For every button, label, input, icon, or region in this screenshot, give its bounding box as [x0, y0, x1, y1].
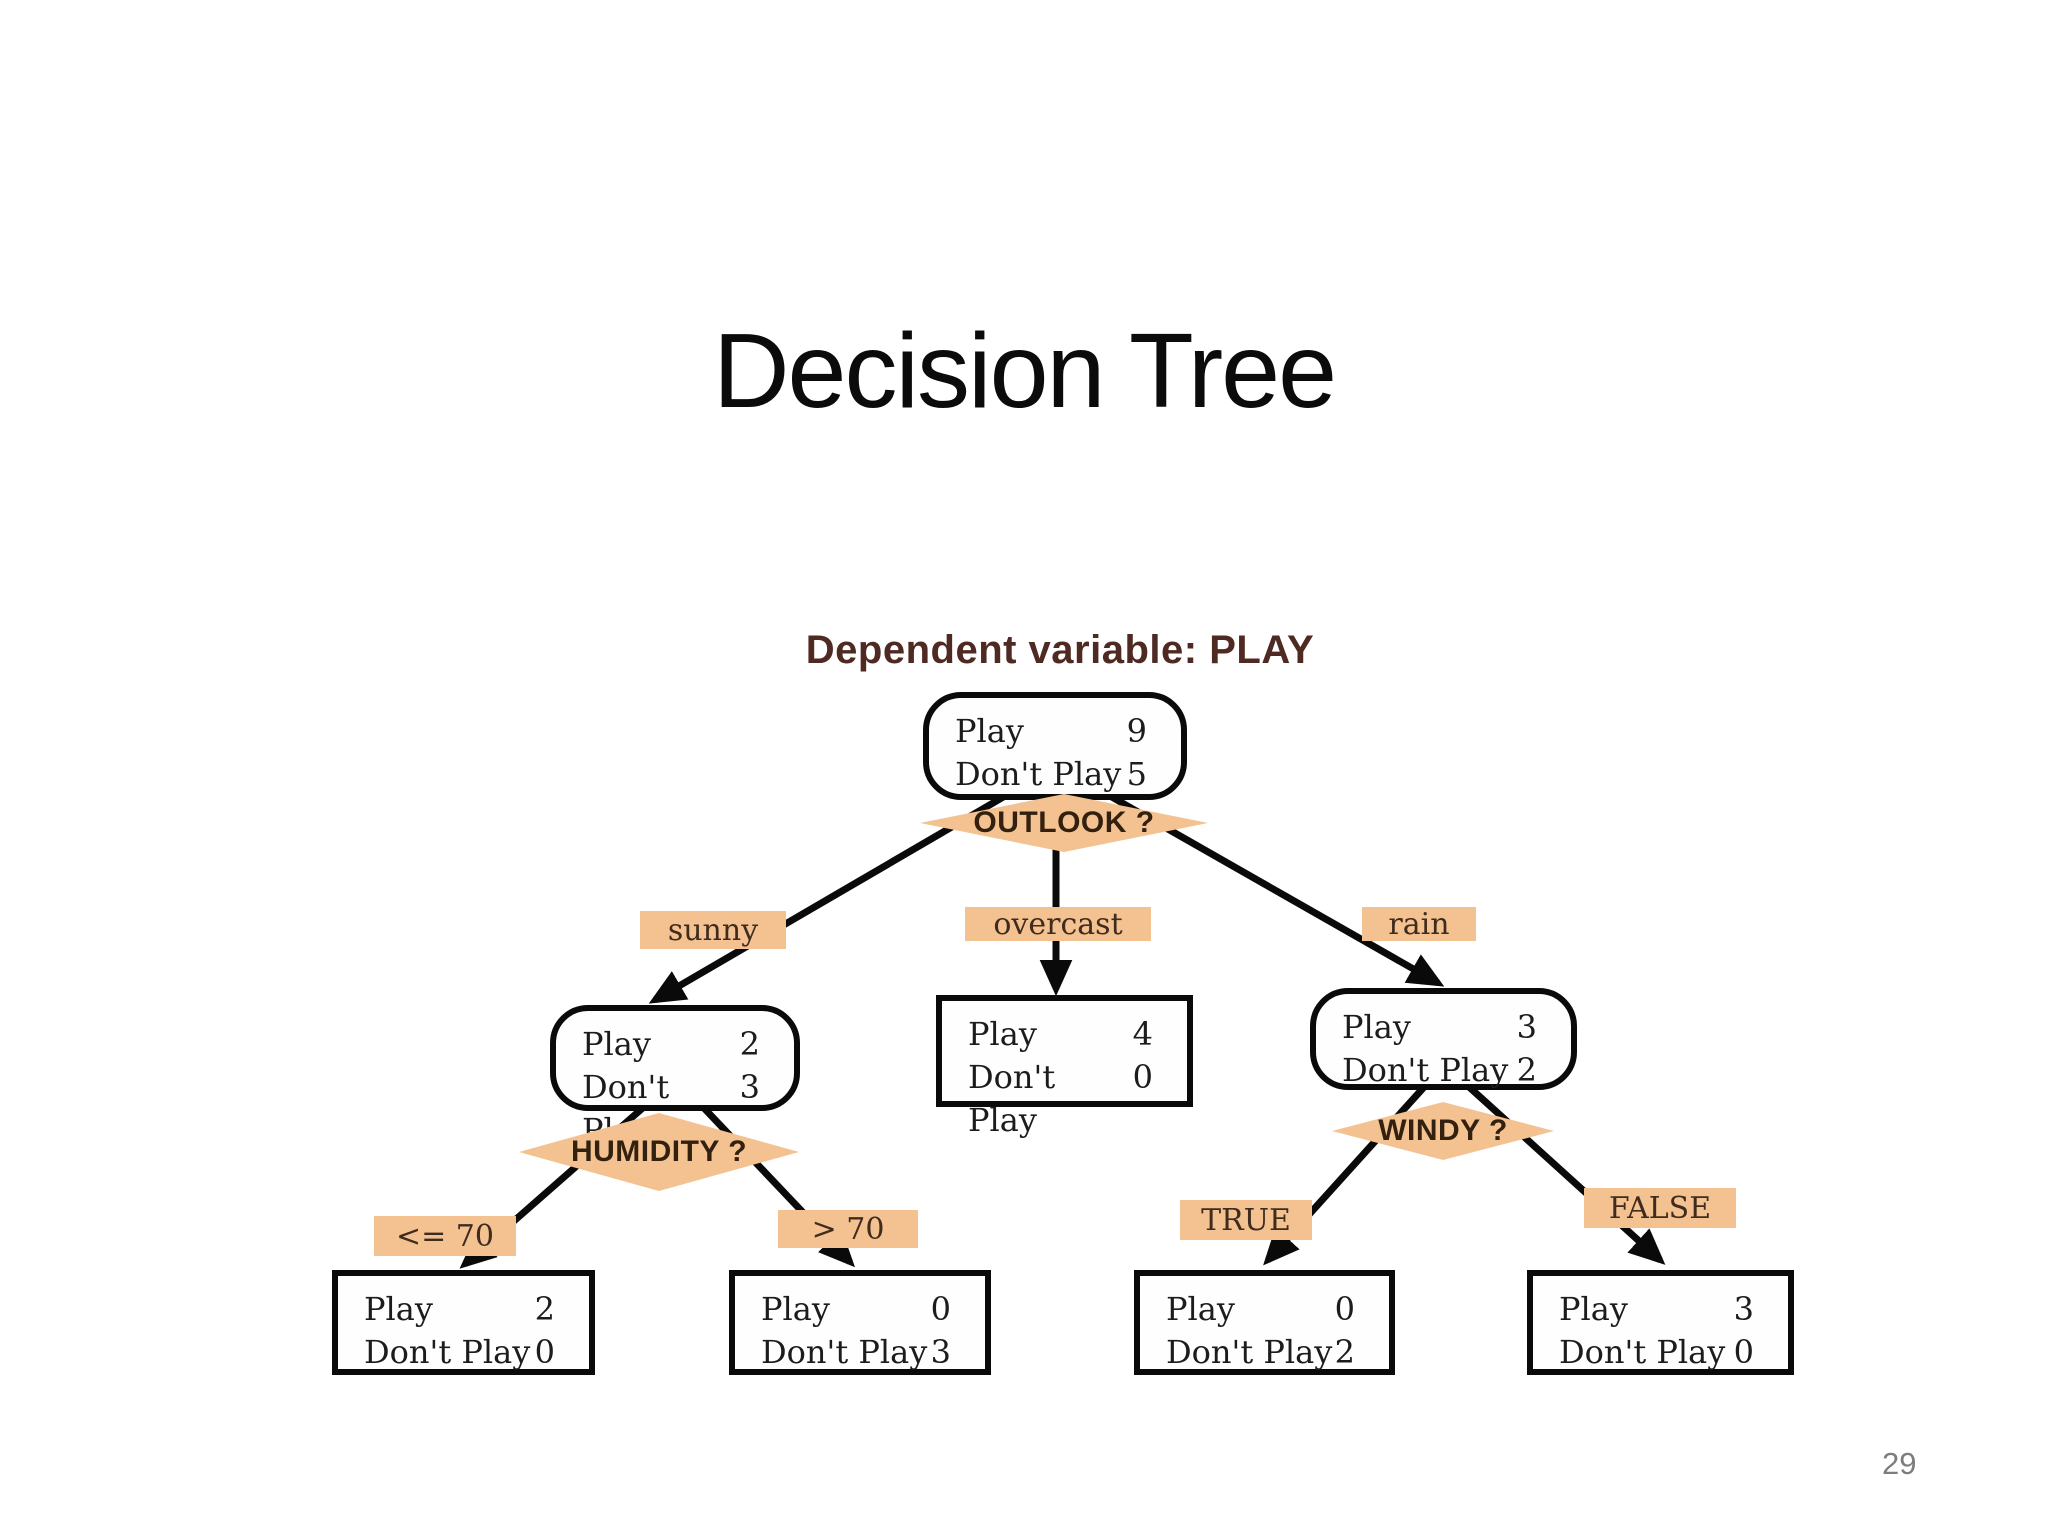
arrow-windy-false	[1465, 1083, 1666, 1265]
decision-windy-label: WINDY ?	[1378, 1114, 1508, 1147]
node-humidity-le70: Play 2 Don't Play 0	[332, 1270, 595, 1375]
node-row-label: Play	[582, 1025, 651, 1063]
node-row-label: Play	[1166, 1290, 1235, 1328]
branch-label-sunny-text: sunny	[667, 912, 759, 948]
node-row: Play 4	[942, 1013, 1187, 1056]
node-row-value: 3	[1516, 1008, 1537, 1046]
node-row-value: 2	[1334, 1333, 1355, 1371]
branch-label-sunny: sunny	[640, 911, 786, 949]
node-windy-false: Play 3 Don't Play 0	[1527, 1270, 1794, 1375]
node-row-value: 0	[534, 1333, 555, 1371]
node-row-label: Play	[968, 1015, 1037, 1053]
node-row-value: 0	[1132, 1058, 1153, 1096]
node-row-label: Don't Play	[968, 1058, 1056, 1139]
page-number: 29	[1882, 1446, 1917, 1481]
node-sunny: Play 2 Don't Play 3	[550, 1005, 800, 1149]
node-row-value: 0	[930, 1290, 951, 1328]
node-row: Don't Play 0	[338, 1331, 589, 1374]
decision-outlook-label: OUTLOOK ?	[973, 806, 1155, 839]
node-row-label: Don't Play	[1166, 1333, 1333, 1371]
node-row-value: 3	[930, 1333, 951, 1371]
node-row-label: Play	[761, 1290, 830, 1328]
branch-label-gt70-text: > 70	[811, 1211, 885, 1247]
node-rain: Play 3 Don't Play 2	[1310, 988, 1577, 1090]
branch-label-le70-text: <= 70	[396, 1218, 494, 1254]
node-row: Play 9	[929, 710, 1181, 753]
node-row: Don't Play 2	[1316, 1049, 1571, 1092]
branch-label-gt70: > 70	[778, 1210, 918, 1248]
node-row-label: Don't Play	[1559, 1333, 1726, 1371]
node-row: Don't Play 0	[942, 1056, 1187, 1142]
node-row-value: 2	[739, 1025, 760, 1063]
diagram-header: Dependent variable: PLAY	[805, 628, 1315, 672]
node-root: Play 9 Don't Play 5	[923, 692, 1187, 800]
branch-label-le70: <= 70	[374, 1216, 516, 1256]
node-row-value: 3	[1733, 1290, 1754, 1328]
branch-label-rain: rain	[1362, 906, 1476, 942]
node-row: Don't Play 2	[1140, 1331, 1389, 1374]
node-row-label: Play	[364, 1290, 433, 1328]
node-row-value: 0	[1334, 1290, 1355, 1328]
node-row: Don't Play 5	[929, 753, 1181, 796]
node-row-label: Don't Play	[761, 1333, 928, 1371]
node-row: Play 0	[735, 1288, 985, 1331]
node-row-value: 5	[1126, 755, 1147, 793]
node-overcast: Play 4 Don't Play 0	[936, 995, 1193, 1139]
node-row: Play 3	[1316, 1006, 1571, 1049]
node-row-value: 4	[1132, 1015, 1153, 1053]
node-row-label: Don't Play	[1342, 1051, 1509, 1089]
branch-label-overcast-text: overcast	[993, 906, 1123, 942]
node-row-value: 3	[739, 1068, 760, 1106]
branch-label-true-text: TRUE	[1201, 1202, 1291, 1238]
node-windy-true: Play 0 Don't Play 2	[1134, 1270, 1395, 1375]
node-row-label: Don't Play	[955, 755, 1122, 793]
node-row: Play 0	[1140, 1288, 1389, 1331]
node-humidity-gt70: Play 0 Don't Play 3	[729, 1270, 991, 1375]
node-row-value: 0	[1733, 1333, 1754, 1371]
branch-label-true: TRUE	[1180, 1200, 1312, 1240]
arrow-outlook-sunny	[648, 792, 1007, 1004]
branch-label-false: FALSE	[1584, 1188, 1736, 1228]
node-row: Play 2	[556, 1023, 794, 1066]
node-row-label: Play	[1342, 1008, 1411, 1046]
node-row-label: Play	[955, 712, 1024, 750]
node-row-label: Play	[1559, 1290, 1628, 1328]
node-row-value: 2	[534, 1290, 555, 1328]
branch-label-overcast: overcast	[965, 906, 1151, 942]
slide-title: Decision Tree	[712, 312, 1337, 430]
node-row-value: 9	[1126, 712, 1147, 750]
node-row-label: Don't Play	[364, 1333, 531, 1371]
node-row: Play 2	[338, 1288, 589, 1331]
decision-humidity-label: HUMIDITY ?	[570, 1135, 748, 1168]
node-row-value: 2	[1516, 1051, 1537, 1089]
branch-label-false-text: FALSE	[1608, 1190, 1712, 1226]
node-row: Don't Play 3	[735, 1331, 985, 1374]
node-row: Play 3	[1533, 1288, 1788, 1331]
branch-label-rain-text: rain	[1388, 906, 1450, 942]
node-row: Don't Play 0	[1533, 1331, 1788, 1374]
